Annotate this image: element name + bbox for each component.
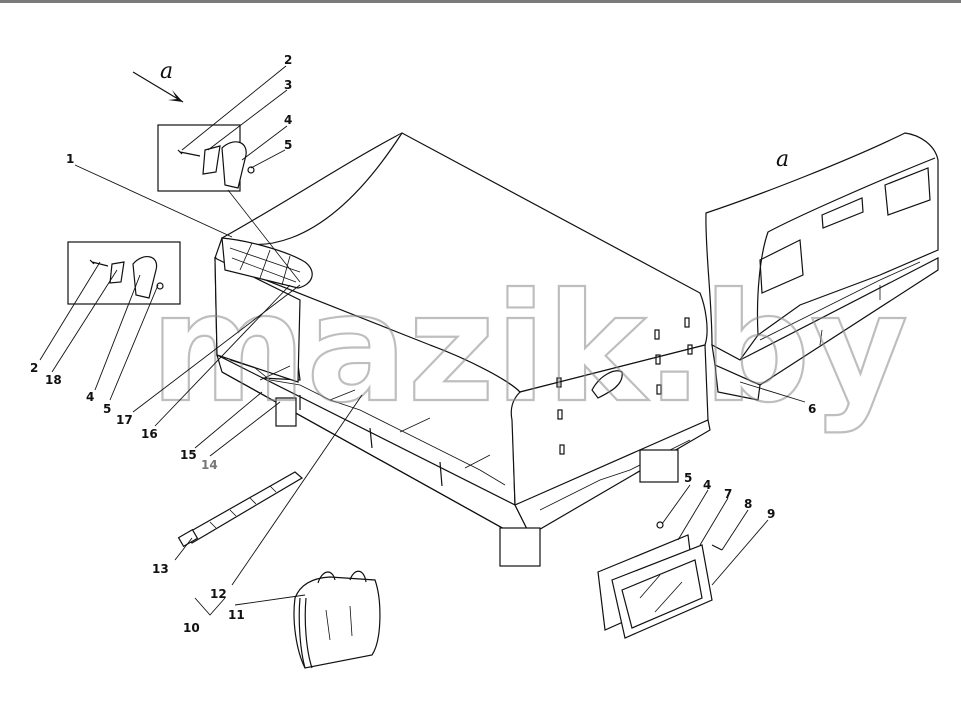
view-label-right: a: [776, 147, 789, 172]
view-label-arrow: a: [160, 59, 173, 84]
callout-2-left: 2: [30, 361, 38, 375]
mudflap-right: [639, 449, 679, 483]
callout-17: 17: [116, 413, 133, 427]
window-frame-part: [597, 521, 723, 639]
callout-8: 8: [744, 497, 752, 511]
top-border: [0, 0, 961, 3]
callout-4-top: 4: [284, 113, 292, 127]
callout-5-top: 5: [284, 138, 292, 152]
callout-14: 14: [201, 458, 218, 472]
view-a-window-1: [759, 239, 804, 294]
callout-18: 18: [45, 373, 62, 387]
view-a-canopy: [705, 132, 939, 361]
bag-part: [293, 570, 381, 669]
leader-lines: [39, 65, 806, 616]
callout-4-left: 4: [86, 390, 94, 404]
callout-5-right: 5: [684, 471, 692, 485]
main-canopy-assembly: [214, 132, 711, 567]
callout-9: 9: [767, 507, 775, 521]
view-a-assembly: [705, 132, 939, 401]
callout-1: 1: [66, 152, 74, 166]
callout-11: 11: [228, 608, 245, 622]
callout-16: 16: [141, 427, 158, 441]
watermark: mazik.by: [150, 262, 908, 436]
callout-6: 6: [808, 402, 816, 416]
callout-4-right: 4: [703, 478, 711, 492]
view-arrow: [132, 71, 184, 103]
view-a-window-3: [884, 167, 931, 216]
canopy-rear-window: [591, 370, 623, 399]
mudflap-left: [499, 527, 541, 567]
inset-detail-top: [157, 124, 301, 283]
inset-detail-left: [67, 241, 181, 305]
callout-12: 12: [210, 587, 227, 601]
callout-2-top: 2: [284, 53, 292, 67]
callout-numbers: 2 3 4 5 1 2 18 4 5 17 16 15 14 13 12 11 …: [30, 53, 816, 635]
callout-5-left: 5: [103, 402, 111, 416]
callout-3: 3: [284, 78, 292, 92]
callout-13: 13: [152, 562, 169, 576]
view-a-window-2: [821, 197, 864, 229]
callout-7: 7: [724, 487, 732, 501]
strap-part: [177, 471, 304, 548]
callout-15: 15: [180, 448, 197, 462]
canopy-front-roll: [221, 237, 313, 289]
callout-10: 10: [183, 621, 200, 635]
